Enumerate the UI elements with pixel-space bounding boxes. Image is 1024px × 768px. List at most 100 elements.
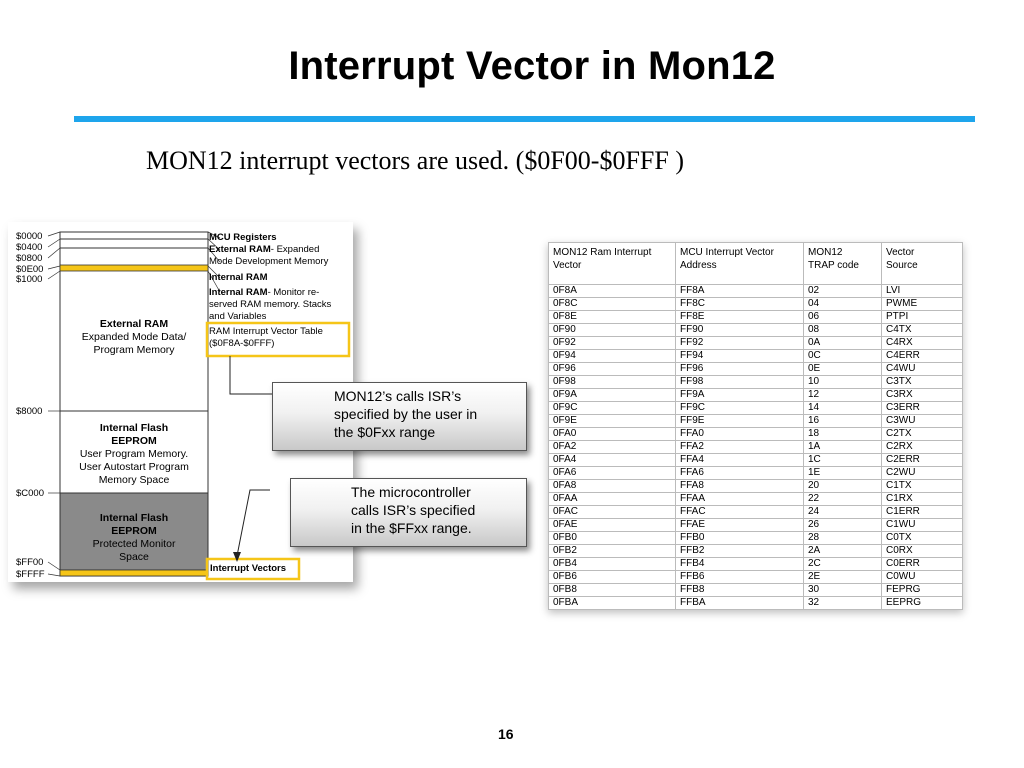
table-cell: 2C bbox=[803, 557, 882, 571]
table-cell: 0F92 bbox=[548, 336, 676, 350]
table-cell: 0FAA bbox=[548, 492, 676, 506]
table-cell: 02 bbox=[803, 284, 882, 298]
table-cell: 16 bbox=[803, 414, 882, 428]
table-cell: FF94 bbox=[675, 349, 804, 363]
table-cell: FEPRG bbox=[881, 583, 963, 597]
address-label: $FFFF bbox=[16, 569, 45, 580]
table-cell: 32 bbox=[803, 596, 882, 610]
interrupt-vectors-label: Interrupt Vectors bbox=[210, 563, 287, 574]
table-cell: 0FA2 bbox=[548, 440, 676, 454]
callout-user-isr: MON12’s calls ISR’s specified by the use… bbox=[272, 382, 527, 451]
table-cell: 0FA6 bbox=[548, 466, 676, 480]
table-cell: C0RX bbox=[881, 544, 963, 558]
external-ram-desc-line2: Mode Development Memory bbox=[209, 256, 329, 267]
table-cell: C3ERR bbox=[881, 401, 963, 415]
table-cell: 1A bbox=[803, 440, 882, 454]
table-cell: C2TX bbox=[881, 427, 963, 441]
internal-ram-monitor-desc-line3: and Variables bbox=[209, 311, 267, 322]
table-cell: FF9E bbox=[675, 414, 804, 428]
table-cell: 0FAE bbox=[548, 518, 676, 532]
address-label: $FF00 bbox=[16, 557, 44, 568]
table-cell: 28 bbox=[803, 531, 882, 545]
table-cell: 2A bbox=[803, 544, 882, 558]
table-cell: 0E bbox=[803, 362, 882, 376]
table-cell: FFA8 bbox=[675, 479, 804, 493]
callout-mcu-isr: The microcontroller calls ISR’s specifie… bbox=[290, 478, 527, 547]
table-cell: 0FB0 bbox=[548, 531, 676, 545]
table-cell: 0A bbox=[803, 336, 882, 350]
table-cell: C4ERR bbox=[881, 349, 963, 363]
table-cell: 26 bbox=[803, 518, 882, 532]
table-cell: 0F8E bbox=[548, 310, 676, 324]
table-cell: 0FB2 bbox=[548, 544, 676, 558]
mcu-registers-label: MCU Registers bbox=[209, 232, 277, 243]
table-cell: 0FBA bbox=[548, 596, 676, 610]
protected-region: Internal Flash EEPROM Protected Monitor … bbox=[92, 512, 176, 563]
vector-table-range: ($0F8A-$0FFF) bbox=[209, 338, 275, 349]
table-cell: 20 bbox=[803, 479, 882, 493]
table-cell: FFBA bbox=[675, 596, 804, 610]
page-number: 16 bbox=[498, 726, 514, 742]
table-cell: C4TX bbox=[881, 323, 963, 337]
memory-map-figure: $0000 $0400 $0800 $0E00 $1000 $8000 $C00… bbox=[8, 222, 353, 582]
table-cell: C3WU bbox=[881, 414, 963, 428]
table-cell: FFB2 bbox=[675, 544, 804, 558]
table-cell: FF8A bbox=[675, 284, 804, 298]
external-ram-label: External RAM bbox=[209, 244, 271, 255]
table-cell: 1E bbox=[803, 466, 882, 480]
table-cell: 0FA8 bbox=[548, 479, 676, 493]
table-cell: 06 bbox=[803, 310, 882, 324]
table-cell: C0WU bbox=[881, 570, 963, 584]
table-cell: FFA0 bbox=[675, 427, 804, 441]
table-cell: 04 bbox=[803, 297, 882, 311]
table-cell: 0F94 bbox=[548, 349, 676, 363]
table-cell: 08 bbox=[803, 323, 882, 337]
internal-ram-monitor-desc-line2: served RAM memory. Stacks bbox=[209, 299, 332, 310]
flash-region: Internal Flash EEPROM User Program Memor… bbox=[79, 422, 189, 486]
table-cell: 0F8C bbox=[548, 297, 676, 311]
table-cell: 0FB6 bbox=[548, 570, 676, 584]
table-cell: 12 bbox=[803, 388, 882, 402]
table-cell: C1ERR bbox=[881, 505, 963, 519]
table-cell: 0F9C bbox=[548, 401, 676, 415]
table-cell: 0F98 bbox=[548, 375, 676, 389]
table-cell: FF96 bbox=[675, 362, 804, 376]
address-label: $0000 bbox=[16, 231, 43, 242]
table-cell: C3RX bbox=[881, 388, 963, 402]
table-cell: C1WU bbox=[881, 518, 963, 532]
table-cell: C1RX bbox=[881, 492, 963, 506]
address-label: $0400 bbox=[16, 242, 43, 253]
table-cell: C2RX bbox=[881, 440, 963, 454]
table-cell: FFB6 bbox=[675, 570, 804, 584]
table-cell: FF90 bbox=[675, 323, 804, 337]
table-cell: 22 bbox=[803, 492, 882, 506]
table-cell: FFB0 bbox=[675, 531, 804, 545]
table-cell: 0FA0 bbox=[548, 427, 676, 441]
table-cell: C2WU bbox=[881, 466, 963, 480]
table-cell: 10 bbox=[803, 375, 882, 389]
table-cell: 14 bbox=[803, 401, 882, 415]
table-cell: 30 bbox=[803, 583, 882, 597]
table-cell: 24 bbox=[803, 505, 882, 519]
internal-ram-monitor-label: Internal RAM bbox=[209, 287, 268, 298]
table-cell: 0F8A bbox=[548, 284, 676, 298]
slide-title: Interrupt Vector in Mon12 bbox=[288, 44, 776, 88]
